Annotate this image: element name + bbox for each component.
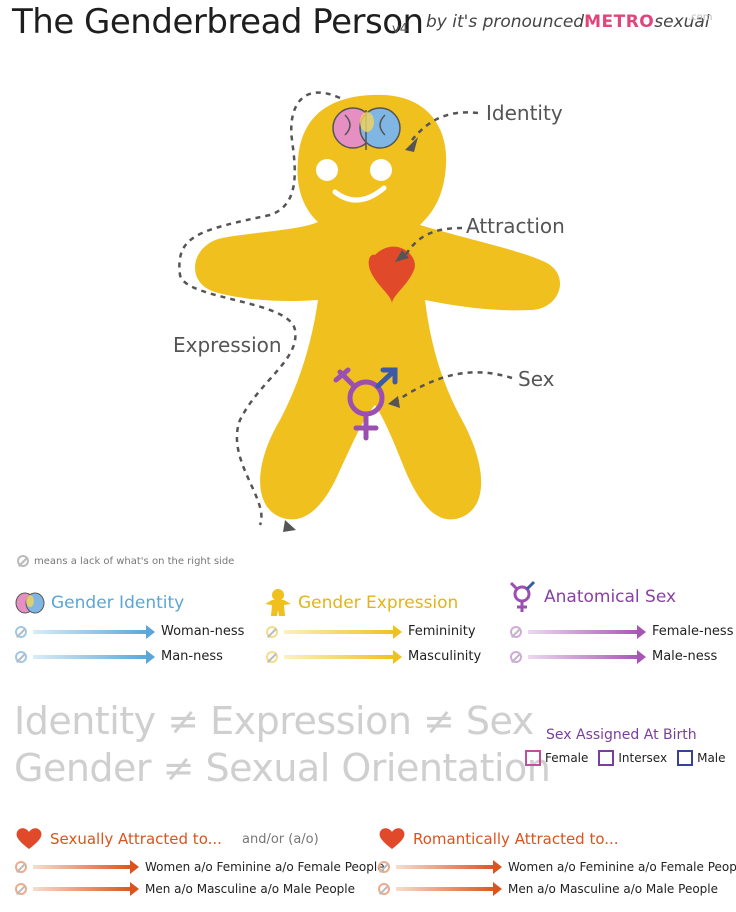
sex-arrow[interactable] bbox=[528, 624, 646, 639]
anatomical-sex-title: Anatomical Sex bbox=[508, 578, 676, 616]
brain-icon bbox=[332, 107, 401, 150]
identity-row-0: Woman-ness bbox=[15, 624, 244, 639]
smile bbox=[332, 185, 387, 203]
page-title: The Genderbread Person bbox=[12, 2, 424, 42]
expression-arrow[interactable] bbox=[284, 649, 402, 664]
sexual-attraction-label: Sexually Attracted to... bbox=[50, 830, 222, 848]
null-icon bbox=[378, 861, 390, 873]
byline[interactable]: by it's pronouncedMETROsexual bbox=[426, 12, 710, 32]
expression-row-label: Femininity bbox=[408, 624, 476, 639]
statement-line-1: Identity ≠ Expression ≠ Sex bbox=[14, 699, 534, 743]
sexual-arrow[interactable] bbox=[33, 860, 139, 874]
callout-lines bbox=[178, 91, 513, 526]
brain-icon bbox=[15, 592, 45, 614]
sexual-arrow[interactable] bbox=[33, 882, 139, 896]
gender-identity-title: Gender Identity bbox=[15, 590, 184, 616]
version-label: v4 bbox=[392, 22, 408, 37]
sexual-row-0: Women a/o Feminine a/o Female People bbox=[15, 860, 385, 874]
intersex-checkbox[interactable] bbox=[598, 750, 615, 766]
gender-symbol-icon bbox=[509, 580, 536, 612]
sex-row-label: Female-ness bbox=[652, 624, 734, 639]
sex-row-1: Male-ness bbox=[510, 649, 717, 664]
heart-icon bbox=[379, 828, 405, 849]
callout-sex: Sex bbox=[518, 367, 555, 391]
romantic-row-1: Men a/o Masculine a/o Male People bbox=[378, 882, 718, 896]
identity-row-label: Woman-ness bbox=[161, 624, 245, 639]
expression-row-0: Femininity bbox=[266, 624, 476, 639]
sex-line bbox=[394, 371, 513, 404]
sex-row-label: Male-ness bbox=[652, 649, 718, 664]
gender-expression-label: Gender Expression bbox=[298, 593, 459, 613]
expression-row-label: Masculinity bbox=[408, 649, 482, 664]
sexual-row-label: Men a/o Masculine a/o Male People bbox=[145, 882, 355, 896]
romantic-attraction-label: Romantically Attracted to... bbox=[413, 830, 619, 848]
gender-symbol-icon bbox=[333, 367, 398, 441]
male-label: Male bbox=[697, 751, 726, 765]
expression-arrow[interactable] bbox=[284, 624, 402, 639]
callout-attraction: Attraction bbox=[466, 214, 565, 238]
andor-note: and/or (a/o) bbox=[242, 832, 319, 847]
byline-dotcom: .com bbox=[688, 12, 713, 23]
romantic-row-label: Men a/o Masculine a/o Male People bbox=[508, 882, 718, 896]
null-icon bbox=[17, 555, 29, 567]
byline-prefix: by it's pronounced bbox=[426, 12, 585, 32]
null-icon bbox=[15, 883, 27, 895]
expression-line bbox=[178, 91, 341, 526]
romantic-arrow[interactable] bbox=[396, 860, 502, 874]
gingerbread-icon bbox=[265, 589, 291, 616]
female-label: Female bbox=[545, 751, 589, 765]
birth-options: Female Intersex Male bbox=[525, 750, 726, 766]
romantic-arrow[interactable] bbox=[396, 882, 502, 896]
birth-title: Sex Assigned At Birth bbox=[546, 727, 697, 743]
identity-row-1: Man-ness bbox=[15, 649, 223, 664]
expression-row-1: Masculinity bbox=[266, 649, 481, 664]
romantic-row-0: Women a/o Feminine a/o Female People bbox=[378, 860, 736, 874]
gingerbread-body bbox=[195, 94, 561, 520]
heart-icon bbox=[16, 828, 42, 849]
romantic-row-label: Women a/o Feminine a/o Female People bbox=[508, 860, 736, 874]
male-checkbox[interactable] bbox=[677, 750, 694, 766]
statement-line-2: Gender ≠ Sexual Orientation bbox=[14, 746, 551, 790]
null-icon bbox=[15, 625, 27, 638]
identity-arrow[interactable] bbox=[33, 649, 155, 664]
gender-identity-label: Gender Identity bbox=[51, 593, 185, 613]
left-eye bbox=[316, 159, 338, 181]
null-icon bbox=[266, 650, 278, 663]
null-icon bbox=[510, 625, 522, 638]
null-icon bbox=[15, 861, 27, 873]
byline-metro: METRO bbox=[584, 12, 655, 32]
sexual-attraction-title: Sexually Attracted to... bbox=[14, 827, 222, 851]
identity-arrow[interactable] bbox=[33, 624, 155, 639]
romantic-attraction-title: Romantically Attracted to... bbox=[377, 827, 619, 851]
byline-suffix: sexual bbox=[654, 12, 710, 32]
gender-expression-title: Gender Expression bbox=[264, 588, 458, 618]
face bbox=[316, 159, 392, 203]
sex-row-0: Female-ness bbox=[510, 624, 733, 639]
genderbread-figure bbox=[178, 91, 561, 532]
callout-arrowheads bbox=[283, 137, 418, 532]
sexual-row-label: Women a/o Feminine a/o Female People bbox=[145, 860, 385, 874]
legend-note-text: means a lack of what's on the right side bbox=[34, 555, 235, 567]
heart-icon bbox=[368, 246, 415, 303]
callout-identity: Identity bbox=[486, 101, 563, 125]
null-icon bbox=[378, 883, 390, 895]
attraction-line bbox=[402, 226, 463, 259]
null-icon bbox=[15, 650, 27, 663]
null-icon bbox=[266, 625, 278, 638]
sex-arrow[interactable] bbox=[528, 649, 646, 664]
intersex-label: Intersex bbox=[618, 751, 668, 765]
body-shape bbox=[195, 94, 561, 520]
right-eye bbox=[370, 159, 392, 181]
null-icon bbox=[510, 650, 522, 663]
legend-note: means a lack of what's on the right side bbox=[17, 555, 234, 567]
sexual-row-1: Men a/o Masculine a/o Male People bbox=[15, 882, 355, 896]
anatomical-sex-label: Anatomical Sex bbox=[544, 587, 677, 607]
identity-row-label: Man-ness bbox=[161, 649, 223, 664]
female-checkbox[interactable] bbox=[525, 750, 541, 766]
callout-expression: Expression bbox=[173, 333, 282, 357]
